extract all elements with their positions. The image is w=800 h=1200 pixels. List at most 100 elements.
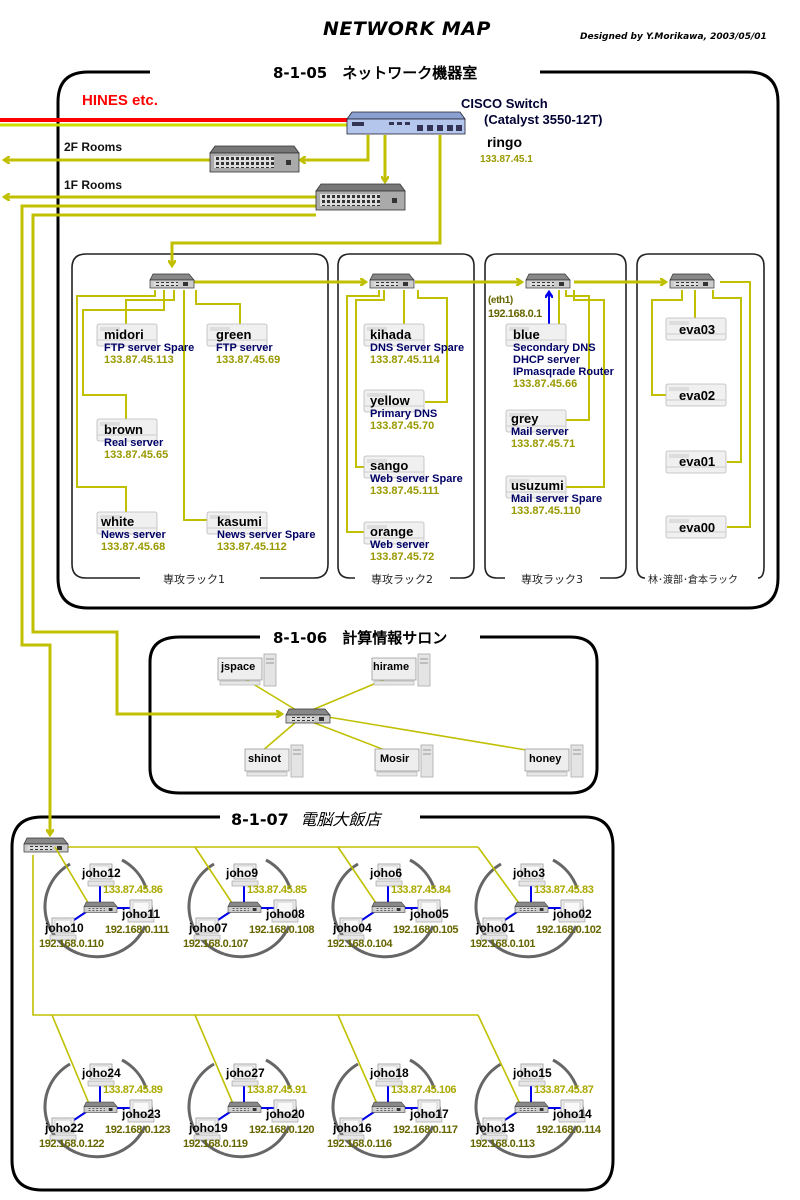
host-jspace[interactable]: jspace — [221, 661, 256, 673]
server-midori[interactable]: midori FTP server Spare 133.87.45.113 — [104, 327, 194, 366]
lan-link — [73, 1111, 87, 1121]
eth1-ip: 192.168.0.1 — [488, 308, 542, 320]
ring-arc — [367, 1125, 435, 1159]
server-eva00[interactable]: eva00 — [679, 520, 716, 535]
pc-joho01[interactable]: joho01 — [476, 921, 515, 935]
ring-arc — [121, 858, 148, 889]
pc-joho08[interactable]: joho08 — [266, 907, 305, 921]
server-orange[interactable]: orange Web server 133.87.45.72 — [370, 524, 434, 563]
pc-joho9[interactable]: joho9 — [226, 866, 258, 880]
pc-joho3[interactable]: joho3 — [513, 866, 545, 880]
pc-joho11[interactable]: joho11 — [122, 907, 161, 921]
server-eva01[interactable]: eva01 — [679, 454, 716, 469]
server-name: yellow — [370, 393, 410, 408]
server-usuzumi[interactable]: usuzumi Mail server Spare 133.87.45.110 — [511, 478, 602, 517]
server-brown[interactable]: brown Real server 133.87.45.65 — [104, 422, 168, 461]
lan-link — [504, 911, 518, 921]
pc-joho15[interactable]: joho15 — [513, 1066, 552, 1080]
server-eva02[interactable]: eva02 — [679, 388, 716, 403]
server-ip: 133.87.45.114 — [370, 354, 440, 366]
ip-joho11: 192.168.0.111 — [105, 924, 169, 936]
server-name: kihada — [370, 327, 412, 342]
ip-joho18: 133.87.45.106 — [391, 1084, 457, 1096]
server-yellow[interactable]: yellow Primary DNS 133.87.45.70 — [370, 393, 437, 432]
server-role: Primary DNS — [370, 408, 438, 420]
host-hirame[interactable]: hirame — [373, 661, 410, 673]
server-name: green — [216, 327, 252, 342]
room-807-frame — [10, 815, 615, 1192]
pc-joho18[interactable]: joho18 — [370, 1066, 409, 1080]
pc-joho05[interactable]: joho05 — [410, 907, 449, 921]
rack3-hub-icon — [525, 273, 571, 289]
lan-link — [361, 911, 375, 921]
server-role: FTP server — [216, 342, 273, 354]
uplink — [477, 846, 522, 907]
pc-joho10[interactable]: joho10 — [45, 921, 84, 935]
core-switch-ip: 133.87.45.1 — [480, 154, 533, 165]
host-honey[interactable]: honey — [529, 753, 562, 765]
server-role: Secondary DNS — [513, 342, 596, 354]
link-1f-806 — [31, 213, 316, 714]
room-807-number: 8-1-07 — [231, 810, 289, 829]
pc-joho24[interactable]: joho24 — [82, 1066, 121, 1080]
pc-joho14[interactable]: joho14 — [553, 1107, 592, 1121]
server-name: sango — [370, 458, 409, 473]
pc-joho04[interactable]: joho04 — [333, 921, 372, 935]
server-eva03[interactable]: eva03 — [679, 322, 716, 337]
server-white[interactable]: white News server 133.87.45.68 — [101, 514, 166, 553]
server-ip: 133.87.45.70 — [370, 420, 435, 432]
server-name: usuzumi — [511, 478, 564, 493]
ip-joho04: 192.168.0.104 — [327, 938, 393, 950]
pc-joho17[interactable]: joho17 — [410, 1107, 449, 1121]
lan-link — [217, 911, 231, 921]
server-sango[interactable]: sango Web server Spare 133.87.45.111 — [370, 458, 463, 497]
server-grey[interactable]: grey Mail server 133.87.45.71 — [511, 411, 575, 450]
ring-arc — [187, 862, 225, 956]
cluster-joho18 — [331, 1014, 443, 1159]
server-green[interactable]: green FTP server 133.87.45.69 — [216, 327, 280, 366]
core-switch-label: CISCO Switch — [461, 96, 548, 111]
ip-joho05: 192.168.0.105 — [393, 924, 459, 936]
pc-joho13[interactable]: joho13 — [476, 1121, 515, 1135]
link-core-2f — [300, 135, 370, 160]
server-name: grey — [511, 411, 539, 426]
pc-joho02[interactable]: joho02 — [553, 907, 592, 921]
rack2-hub-icon — [369, 273, 415, 289]
server-kasumi[interactable]: kasumi News server Spare 133.87.45.112 — [217, 514, 315, 553]
pc-joho07[interactable]: joho07 — [189, 921, 228, 935]
ip-joho08: 192.168.0.108 — [249, 924, 315, 936]
host-shinot[interactable]: shinot — [248, 753, 281, 765]
server-kihada[interactable]: kihada DNS Server Spare 133.87.45.114 — [370, 327, 464, 366]
room-807-title: 8-1-07 電脳大飯店 — [226, 806, 386, 830]
ring-arc — [265, 858, 292, 889]
ring-arc — [187, 1062, 225, 1156]
pc-joho19[interactable]: joho19 — [189, 1121, 228, 1135]
pc-joho23[interactable]: joho23 — [122, 1107, 161, 1121]
ring-arc — [79, 1125, 147, 1159]
server-ip: 133.87.45.111 — [370, 485, 440, 497]
rack4-hub-icon — [669, 273, 715, 289]
host-mosir[interactable]: Mosir — [380, 753, 410, 765]
server-blue[interactable]: blue Secondary DNS DHCP server IPmasqrad… — [513, 327, 614, 390]
ip-joho15: 133.87.45.87 — [534, 1084, 594, 1096]
room-807-name: 電脳大飯店 — [300, 810, 381, 829]
cluster-joho3 — [474, 846, 586, 959]
rack2-label: 専攻ラック2 — [368, 571, 436, 587]
server-role: Web server Spare — [370, 473, 463, 485]
ring-arc — [409, 858, 436, 889]
pc-joho6[interactable]: joho6 — [370, 866, 402, 880]
cluster-hub-icon — [371, 901, 406, 913]
ring-arc — [79, 925, 147, 959]
cluster-hub-icon — [83, 901, 118, 913]
uplink — [51, 1014, 91, 1107]
pc-joho12[interactable]: joho12 — [82, 866, 121, 880]
server-name: midori — [104, 327, 144, 342]
pc-joho20[interactable]: joho20 — [266, 1107, 305, 1121]
pc-joho27[interactable]: joho27 — [226, 1066, 265, 1080]
lan-link — [361, 1111, 375, 1121]
ring-arc — [223, 925, 291, 959]
pc-joho16[interactable]: joho16 — [333, 1121, 372, 1135]
room-806-frame — [148, 635, 599, 795]
pc-joho22[interactable]: joho22 — [45, 1121, 84, 1135]
